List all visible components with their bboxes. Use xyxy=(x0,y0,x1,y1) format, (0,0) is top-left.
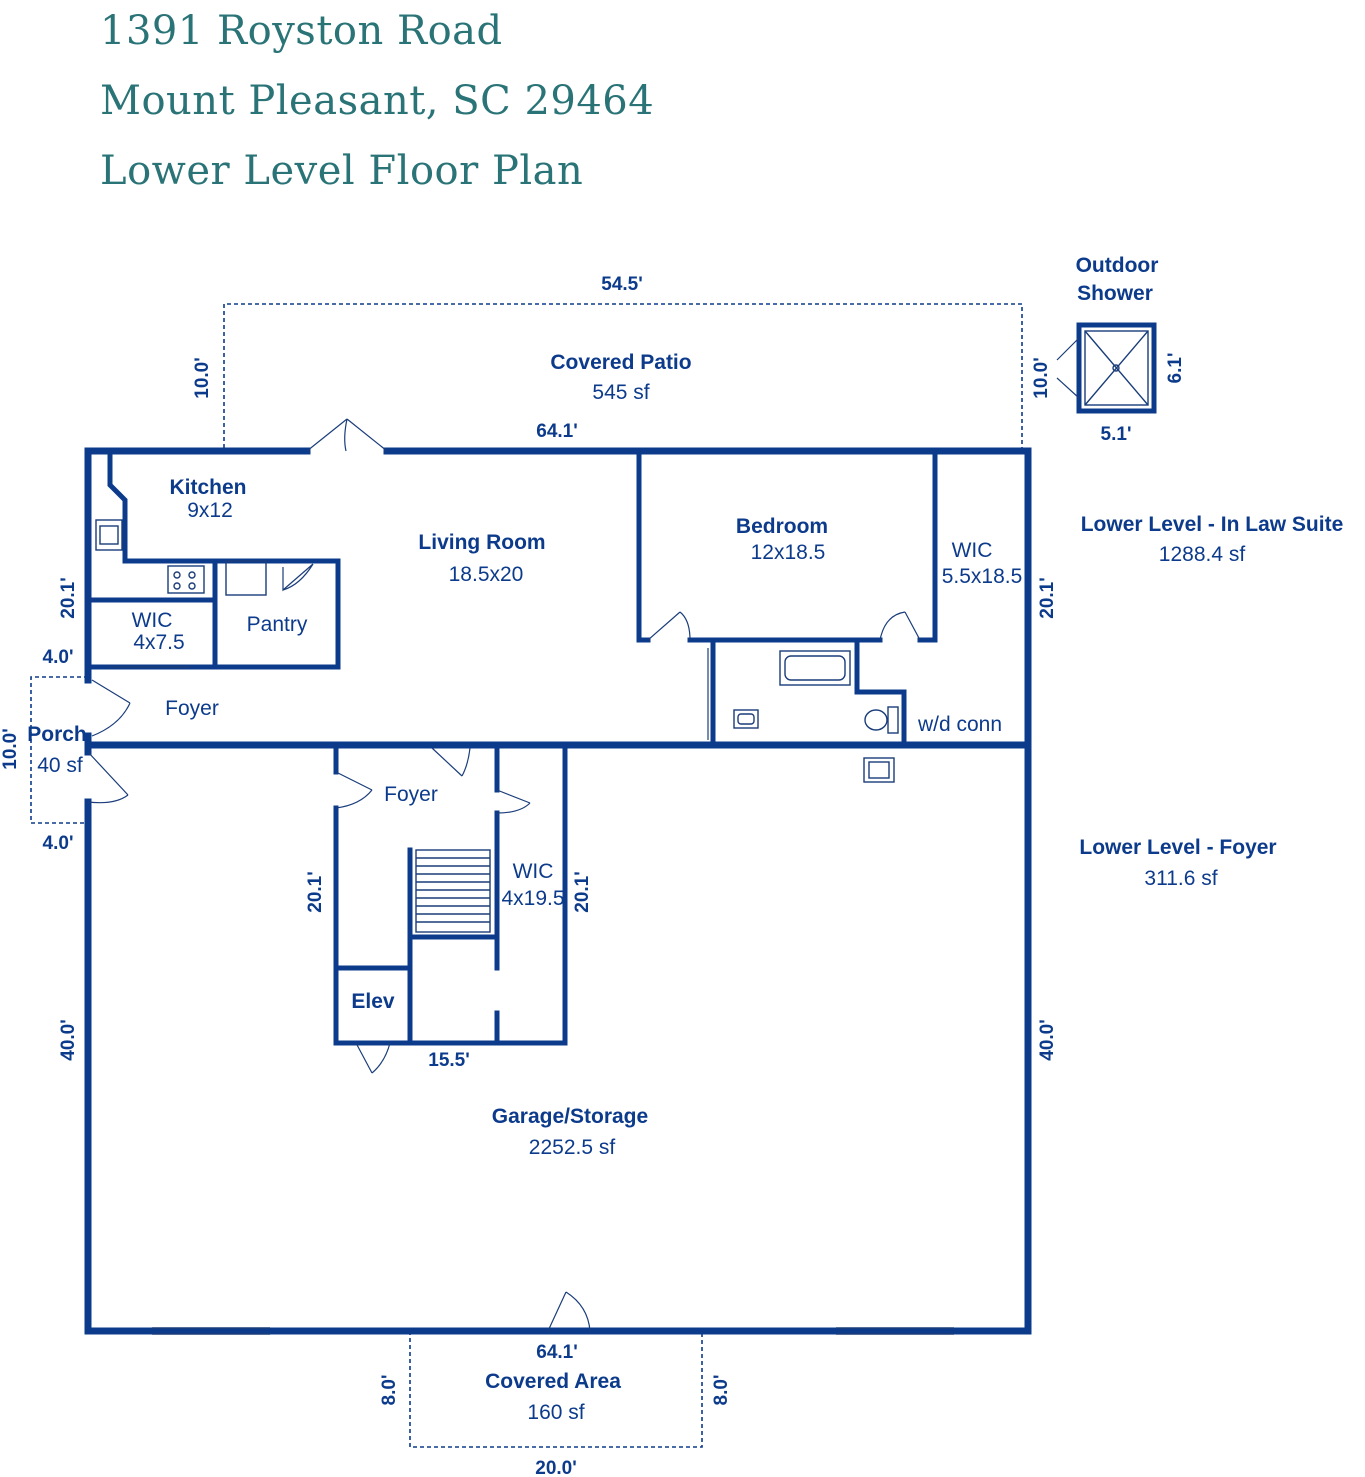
covered-area-name: Covered Area xyxy=(485,1370,621,1393)
kitchen-size: 9x12 xyxy=(187,499,233,522)
garage-area: 2252.5 sf xyxy=(529,1136,616,1159)
elevator-name: Elev xyxy=(351,990,395,1013)
bedroom-wic-name: WIC xyxy=(952,539,993,562)
bathtub-icon xyxy=(779,650,851,686)
bedroom-name: Bedroom xyxy=(736,515,828,538)
porch-outline xyxy=(30,676,88,824)
in-law-suite-title: Lower Level - In Law Suite xyxy=(1081,513,1344,536)
lower-foyer-title: Lower Level - Foyer xyxy=(1079,836,1276,859)
living-room-name: Living Room xyxy=(418,531,545,554)
garage-width-dim: 64.1' xyxy=(536,1342,578,1363)
stair-depth-right-dim: 20.1' xyxy=(572,871,593,913)
interior-walls xyxy=(89,452,938,1046)
stair-wic-size: 4x19.5 xyxy=(501,887,564,910)
covered-depth-right-dim: 8.0' xyxy=(711,1375,732,1406)
toilet-icon xyxy=(887,706,899,734)
covered-area-area: 160 sf xyxy=(527,1401,584,1424)
exterior-walls xyxy=(84,447,1032,1335)
wd-conn-label: w/d conn xyxy=(917,713,1002,736)
living-room-size: 18.5x20 xyxy=(449,563,524,586)
fixtures xyxy=(95,519,899,783)
upper-foyer-name: Foyer xyxy=(165,697,219,720)
outdoor-shower-line2: Shower xyxy=(1077,282,1153,305)
bathroom-sink-icon xyxy=(733,709,759,729)
stair-width-dim: 15.5' xyxy=(428,1050,470,1071)
utility-sink-icon xyxy=(863,757,895,783)
stairs xyxy=(407,847,491,936)
bedroom-wic-size: 5.5x18.5 xyxy=(942,565,1023,588)
outdoor-shower-unit xyxy=(1056,322,1157,414)
garage-name: Garage/Storage xyxy=(492,1105,648,1128)
patio-width-dim: 54.5' xyxy=(601,274,643,295)
porch-top-dim: 4.0' xyxy=(43,647,74,668)
address-title: 1391 Royston Road xyxy=(100,8,503,54)
covered-area-outline xyxy=(409,1331,703,1448)
porch-name: Porch xyxy=(27,723,87,746)
garage-depth-right-dim: 40.0' xyxy=(1037,1019,1058,1061)
suite-depth-right-dim: 20.1' xyxy=(1037,577,1058,619)
shower-depth-dim: 6.1' xyxy=(1165,353,1186,384)
covered-depth-left-dim: 8.0' xyxy=(379,1375,400,1406)
doors xyxy=(87,418,921,1332)
shower-width-dim: 5.1' xyxy=(1101,424,1132,445)
stair-wic-name: WIC xyxy=(513,860,554,883)
lower-foyer-name: Foyer xyxy=(384,783,438,806)
suite-depth-left-dim: 20.1' xyxy=(58,577,79,619)
suite-width-dim: 64.1' xyxy=(536,421,578,442)
covered-patio-name: Covered Patio xyxy=(550,351,691,374)
kitchen-sink-icon xyxy=(95,519,123,551)
kitchen-name: Kitchen xyxy=(169,476,246,499)
porch-bottom-dim: 4.0' xyxy=(43,833,74,854)
kitchen-wic-name: WIC xyxy=(132,609,173,632)
lower-foyer-area: 311.6 sf xyxy=(1144,867,1217,890)
porch-area: 40 sf xyxy=(37,754,83,777)
stair-depth-left-dim: 20.1' xyxy=(305,871,326,913)
pantry-name: Pantry xyxy=(247,613,308,636)
patio-depth-left-dim: 10.0' xyxy=(192,357,213,399)
covered-width-dim: 20.0' xyxy=(535,1458,577,1477)
porch-depth-dim: 10.0' xyxy=(0,728,21,770)
kitchen-wic-size: 4x7.5 xyxy=(133,631,184,654)
covered-patio-outline xyxy=(223,303,1023,448)
covered-patio-area: 545 sf xyxy=(592,381,649,404)
garage-doors xyxy=(152,1327,954,1335)
plan-title: Lower Level Floor Plan xyxy=(100,148,584,194)
patio-depth-right-dim: 10.0' xyxy=(1031,357,1052,399)
in-law-suite-area: 1288.4 sf xyxy=(1159,543,1246,566)
bedroom-size: 12x18.5 xyxy=(751,541,826,564)
city-title: Mount Pleasant, SC 29464 xyxy=(100,78,655,124)
outdoor-shower-line1: Outdoor xyxy=(1076,254,1159,277)
garage-depth-left-dim: 40.0' xyxy=(58,1019,79,1061)
stove-icon xyxy=(167,565,205,594)
refrigerator-icon xyxy=(225,560,267,596)
